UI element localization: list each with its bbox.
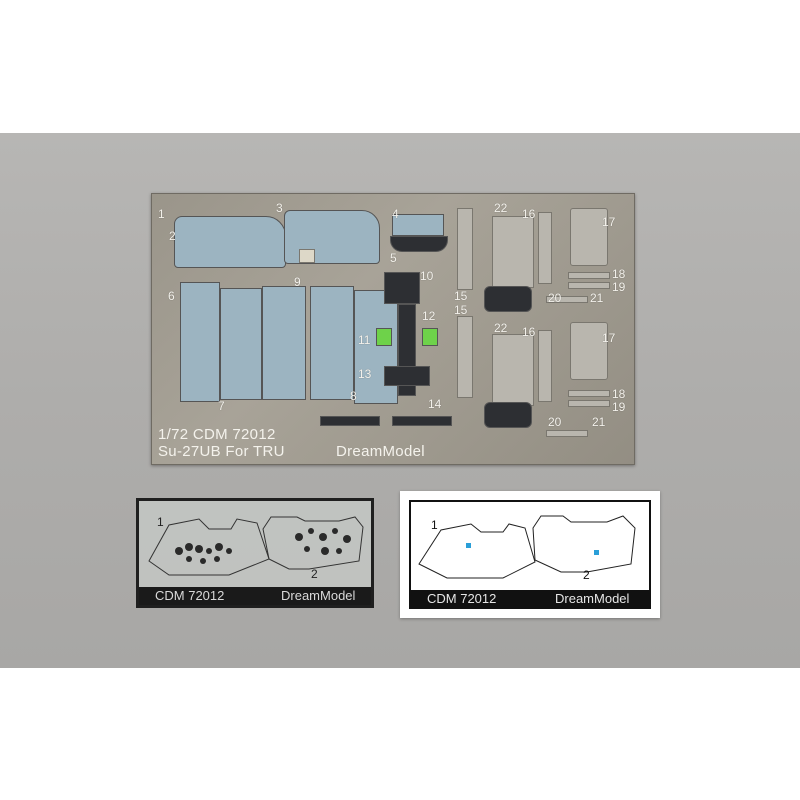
part-number: 22	[494, 201, 508, 215]
mask-product-code: CDM 72012	[427, 591, 497, 606]
mask-brand: DreamModel	[555, 591, 630, 606]
part-number: 17	[602, 331, 616, 345]
part-number: 20	[548, 415, 562, 429]
part-20b	[546, 430, 588, 437]
part-number: 9	[294, 275, 301, 289]
part-19a	[568, 282, 610, 289]
seat-22b	[492, 334, 534, 406]
part-15b	[457, 316, 473, 398]
strip-14	[392, 416, 452, 426]
part-number: 13	[358, 367, 372, 381]
film-panel-outlines	[148, 516, 364, 576]
film-label-1: 1	[157, 515, 164, 529]
side-console-7b	[262, 286, 306, 400]
mask-label-bar: CDM 72012 DreamModel	[411, 590, 649, 607]
film-product-code: CDM 72012	[155, 588, 225, 603]
photo-etch-fret: 1 2 3 4 5 6 7 8 9 10 11 12 13 14 15 15 2…	[151, 193, 635, 465]
part-number: 20	[548, 291, 562, 305]
small-plate-5	[299, 249, 315, 263]
part-number: 19	[612, 400, 626, 414]
part-number: 1	[158, 207, 165, 221]
fret-scale-code: 1/72 CDM 72012	[158, 426, 276, 443]
part-number: 17	[602, 215, 616, 229]
part-16b	[538, 330, 552, 402]
strip-8	[320, 416, 380, 426]
part-10	[384, 272, 420, 304]
film-label-2: 2	[311, 567, 318, 581]
frame-5	[390, 236, 448, 252]
seat-22a	[492, 216, 534, 288]
mask-label-2: 2	[583, 568, 590, 582]
mask-outlines	[418, 515, 636, 579]
fret-brand: DreamModel	[336, 443, 425, 460]
part-18b	[568, 390, 610, 397]
mask-card: 1 2 CDM 72012 DreamModel	[400, 491, 660, 618]
part-number: 16	[522, 325, 536, 339]
mask-card-frame: 1 2 CDM 72012 DreamModel	[409, 500, 651, 609]
part-number: 8	[350, 389, 357, 403]
film-brand: DreamModel	[281, 588, 356, 603]
part-16a	[538, 212, 552, 284]
part-number: 18	[612, 267, 626, 281]
part-20a	[546, 296, 588, 303]
part-number: 7	[218, 399, 225, 413]
part-number: 22	[494, 321, 508, 335]
part-number: 10	[420, 269, 434, 283]
part-12	[422, 328, 438, 346]
part-number: 15	[454, 289, 468, 303]
film-label-bar: CDM 72012 DreamModel	[139, 587, 371, 605]
part-number: 21	[590, 291, 604, 305]
part-number: 19	[612, 280, 626, 294]
mask-label-1: 1	[431, 518, 438, 532]
part-number: 3	[276, 201, 283, 215]
part-number: 6	[168, 289, 175, 303]
console-4	[392, 214, 444, 236]
part-13	[384, 366, 430, 386]
side-console-6	[180, 282, 220, 402]
seat-base-22a	[484, 286, 532, 312]
side-console-7a	[220, 288, 262, 400]
part-number: 12	[422, 309, 436, 323]
part-17a	[570, 208, 608, 266]
part-number: 18	[612, 387, 626, 401]
part-number: 15	[454, 303, 468, 317]
clear-film-sheet: 1 2 CDM 72012 DreamModel	[136, 498, 374, 608]
part-number: 21	[592, 415, 606, 429]
part-11	[376, 328, 392, 346]
part-17b	[570, 322, 608, 380]
part-number: 2	[169, 229, 176, 243]
part-19b	[568, 400, 610, 407]
part-number: 5	[390, 251, 397, 265]
part-18a	[568, 272, 610, 279]
instrument-panel-front	[174, 216, 286, 268]
part-number: 4	[392, 207, 399, 221]
fret-product-name: Su-27UB For TRU	[158, 443, 285, 460]
seat-base-22b	[484, 402, 532, 428]
side-console-9a	[310, 286, 354, 400]
side-console-9b	[354, 290, 398, 404]
part-number: 14	[428, 397, 442, 411]
part-number: 16	[522, 207, 536, 221]
part-number: 11	[358, 333, 371, 347]
part-15a	[457, 208, 473, 290]
